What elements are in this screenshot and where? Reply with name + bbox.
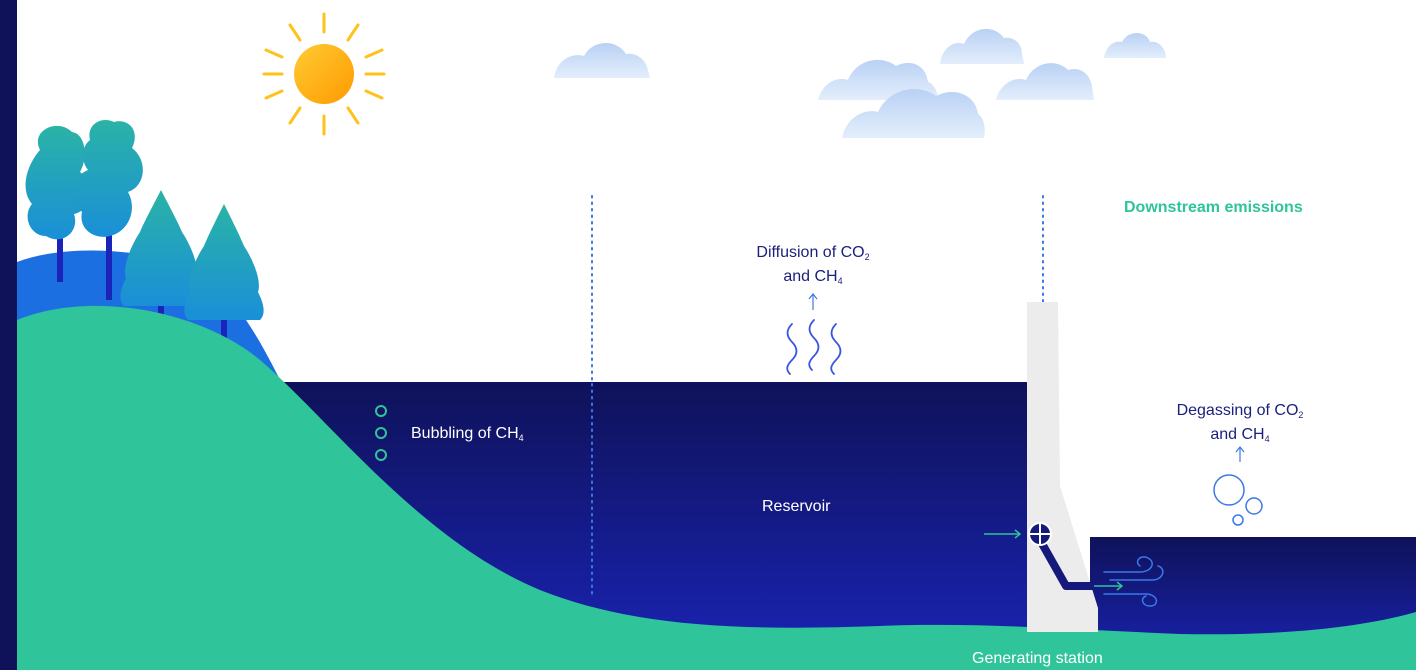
- degassing-label: Degassing of CO2 and CH4: [1150, 401, 1330, 449]
- tree-icon: [25, 125, 91, 282]
- intake-arrow-icon: [984, 529, 1022, 539]
- diffusion-line1: Diffusion of CO: [756, 244, 865, 261]
- tree-icon: [184, 204, 264, 360]
- degassing-line1: Degassing of CO: [1176, 402, 1299, 419]
- diffusion-sub1: 2: [864, 252, 870, 262]
- cloud-icon: [842, 89, 985, 138]
- tree-icon: [120, 190, 202, 346]
- cloud-icon: [940, 28, 1024, 64]
- degassing-sub1: 2: [1298, 410, 1304, 420]
- tree-icon: [73, 120, 143, 300]
- diffusion-label: Diffusion of CO2 and CH4: [733, 243, 893, 291]
- penstock-pipe: [1036, 538, 1094, 590]
- bubbling-text: Bubbling of CH: [411, 425, 519, 442]
- arrow-up-icon: [808, 293, 818, 310]
- cloud-icon: [554, 42, 650, 78]
- outflow-arrow-icon: [1094, 581, 1124, 591]
- bubbling-label: Bubbling of CH4: [411, 424, 524, 448]
- cloud-icon: [1104, 33, 1166, 58]
- generating-station-label: Generating station: [972, 650, 1103, 667]
- degassing-line2: and CH: [1210, 426, 1265, 443]
- degassing-sub2: 4: [1264, 434, 1270, 444]
- bubble-icon: [375, 405, 387, 461]
- bubble-icon: [1213, 474, 1263, 526]
- bubbling-sub: 4: [518, 433, 524, 443]
- diffusion-line2: and CH: [783, 268, 838, 285]
- downstream-emissions-heading: Downstream emissions: [1124, 199, 1303, 216]
- wind-flow-icon: [1103, 556, 1164, 607]
- left-border-strip: [0, 0, 17, 670]
- wave-icon: [786, 319, 842, 375]
- arrow-up-icon: [1235, 446, 1245, 462]
- turbine-icon: [1028, 522, 1052, 546]
- green-hill: [17, 305, 1416, 670]
- diffusion-sub2: 4: [837, 276, 843, 286]
- cloud-icon: [996, 63, 1094, 100]
- sun-icon: [262, 12, 386, 136]
- reservoir-label: Reservoir: [762, 498, 831, 515]
